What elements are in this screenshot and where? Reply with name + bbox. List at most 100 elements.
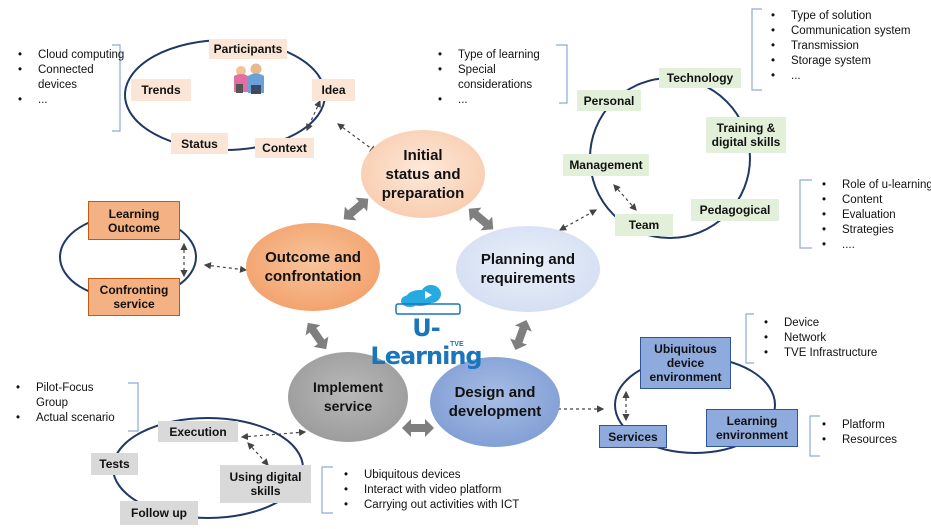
bracket-platform bbox=[809, 415, 820, 457]
bullet-item: Communication system bbox=[771, 24, 931, 39]
phase-planning: Planning and requirements bbox=[456, 226, 600, 312]
bullet-item: Carrying out activities with ICT bbox=[344, 498, 564, 513]
label-status: Status bbox=[171, 133, 228, 154]
bullet-item: Transmission bbox=[771, 39, 931, 54]
label-training-line2: digital skills bbox=[711, 135, 781, 149]
u-learning-logo-icon bbox=[395, 285, 461, 315]
phase-initial: Initial status and preparation bbox=[361, 130, 485, 218]
bullets-trends: Cloud computing Connected devices ... bbox=[14, 48, 134, 108]
bracket-pedagogical bbox=[799, 179, 812, 249]
arrow-outcome-initial bbox=[343, 197, 369, 221]
phase-implement: Implement service bbox=[288, 352, 408, 442]
label-training: Training & digital skills bbox=[706, 117, 786, 153]
bullet-item: Network bbox=[764, 331, 924, 346]
label-technology: Technology bbox=[659, 68, 741, 88]
bullet-item: Evaluation bbox=[822, 208, 931, 223]
label-execution: Execution bbox=[158, 421, 238, 442]
label-participants: Participants bbox=[209, 39, 287, 59]
label-personal: Personal bbox=[577, 90, 641, 111]
participants-figures-icon bbox=[234, 63, 264, 94]
connector-execution-using bbox=[247, 442, 269, 466]
label-idea: Idea bbox=[312, 79, 355, 101]
logo-subtitle: TVE bbox=[450, 341, 464, 348]
bullets-platform: Platform Resources bbox=[818, 418, 931, 448]
arrows-between-phases bbox=[305, 197, 532, 437]
bullet-item: Content bbox=[822, 193, 931, 208]
bullet-item: Special considerations bbox=[438, 63, 542, 93]
phase-design-line2: development bbox=[448, 403, 542, 420]
arrow-implement-design bbox=[402, 419, 434, 437]
bracket-technology bbox=[751, 8, 762, 91]
bullets-learning-type: Type of learning Special considerations … bbox=[434, 48, 578, 108]
label-ubiquitous-line2: device bbox=[666, 356, 705, 370]
label-training-line1: Training & bbox=[716, 121, 776, 135]
bullets-pilot: Pilot-Focus Group Actual scenario bbox=[12, 381, 148, 426]
initial-circle bbox=[361, 130, 485, 218]
bullet-item: .... bbox=[822, 238, 931, 253]
label-confronting-line1: Confronting bbox=[99, 283, 169, 297]
bullet-item: TVE Infrastructure bbox=[764, 346, 924, 361]
u-learning-logo: U-Learning TVE bbox=[366, 290, 486, 370]
phase-implement-line1: Implement bbox=[312, 379, 383, 395]
phase-initial-line2: status and bbox=[385, 165, 461, 183]
bullet-item: Cloud computing bbox=[18, 48, 134, 63]
label-services: Services bbox=[599, 425, 667, 448]
bullet-item: ... bbox=[771, 69, 931, 84]
connector-outcome bbox=[203, 262, 248, 273]
phase-initial-line1: Initial bbox=[403, 146, 443, 164]
label-context: Context bbox=[255, 138, 314, 158]
phase-design-line1: Design and bbox=[454, 384, 536, 401]
implement-circle bbox=[288, 352, 408, 442]
label-learning-environment: Learning environment bbox=[706, 409, 798, 447]
bracket-device bbox=[745, 313, 754, 364]
outcome-circle bbox=[246, 223, 380, 311]
bullets-pedagogical: Role of u-learning Content Evaluation St… bbox=[818, 178, 931, 253]
bullet-item: Strategies bbox=[822, 223, 931, 238]
bullets-technology: Type of solution Communication system Tr… bbox=[767, 9, 931, 84]
phase-initial-line3: preparation bbox=[381, 184, 465, 202]
bracket-using bbox=[321, 466, 333, 514]
label-pedagogical: Pedagogical bbox=[691, 199, 779, 221]
label-management: Management bbox=[563, 154, 649, 176]
bullet-item: Actual scenario bbox=[16, 411, 148, 426]
label-team: Team bbox=[615, 214, 673, 236]
bracket-pilot bbox=[128, 382, 139, 432]
label-ubiquitous-line3: environment bbox=[649, 370, 722, 384]
design-circle bbox=[430, 357, 560, 447]
label-using-digital-skills: Using digital skills bbox=[220, 465, 311, 503]
phase-outcome-line2: confrontation bbox=[264, 268, 362, 285]
bullet-item: ... bbox=[18, 93, 134, 108]
bullet-item: Ubiquitous devices bbox=[344, 468, 564, 483]
label-ubiquitous-device-environment: Ubiquitous device environment bbox=[640, 337, 731, 389]
phase-implement-line2: service bbox=[323, 398, 373, 414]
bullet-item: Type of learning bbox=[438, 48, 578, 63]
bullet-item: Type of solution bbox=[771, 9, 931, 24]
label-confronting-service: Confronting service bbox=[88, 278, 180, 316]
label-learning-outcome-line1: Learning bbox=[108, 206, 160, 221]
planning-circle bbox=[456, 226, 600, 312]
bullet-item: Role of u-learning bbox=[822, 178, 931, 193]
connector-idea-context bbox=[306, 99, 321, 132]
label-trends: Trends bbox=[131, 79, 191, 101]
phase-planning-line1: Planning and bbox=[480, 251, 576, 268]
label-learning-outcome: Learning Outcome bbox=[88, 201, 180, 240]
label-learning-outcome-line2: Outcome bbox=[107, 220, 160, 235]
label-tests: Tests bbox=[91, 453, 138, 475]
arrow-planning-design bbox=[510, 319, 532, 351]
phase-design: Design and development bbox=[430, 357, 560, 447]
phase-planning-line2: requirements bbox=[480, 270, 576, 287]
label-confronting-line2: service bbox=[113, 297, 155, 311]
bullet-item: Connected devices bbox=[18, 63, 134, 93]
bullet-item: Resources bbox=[822, 433, 931, 448]
bullets-device: Device Network TVE Infrastructure bbox=[760, 316, 924, 361]
bullet-item: Pilot-Focus Group bbox=[16, 381, 106, 411]
arrow-outcome-implement bbox=[305, 322, 329, 350]
label-learning-env-line1: Learning bbox=[726, 414, 778, 428]
phase-outcome: Outcome and confrontation bbox=[246, 223, 380, 311]
label-using-digital-line1: Using digital bbox=[229, 470, 302, 484]
connector-planning bbox=[558, 209, 598, 231]
connector-initial bbox=[337, 123, 377, 153]
label-ubiquitous-line1: Ubiquitous bbox=[654, 342, 717, 356]
connector-management-team bbox=[613, 184, 637, 211]
